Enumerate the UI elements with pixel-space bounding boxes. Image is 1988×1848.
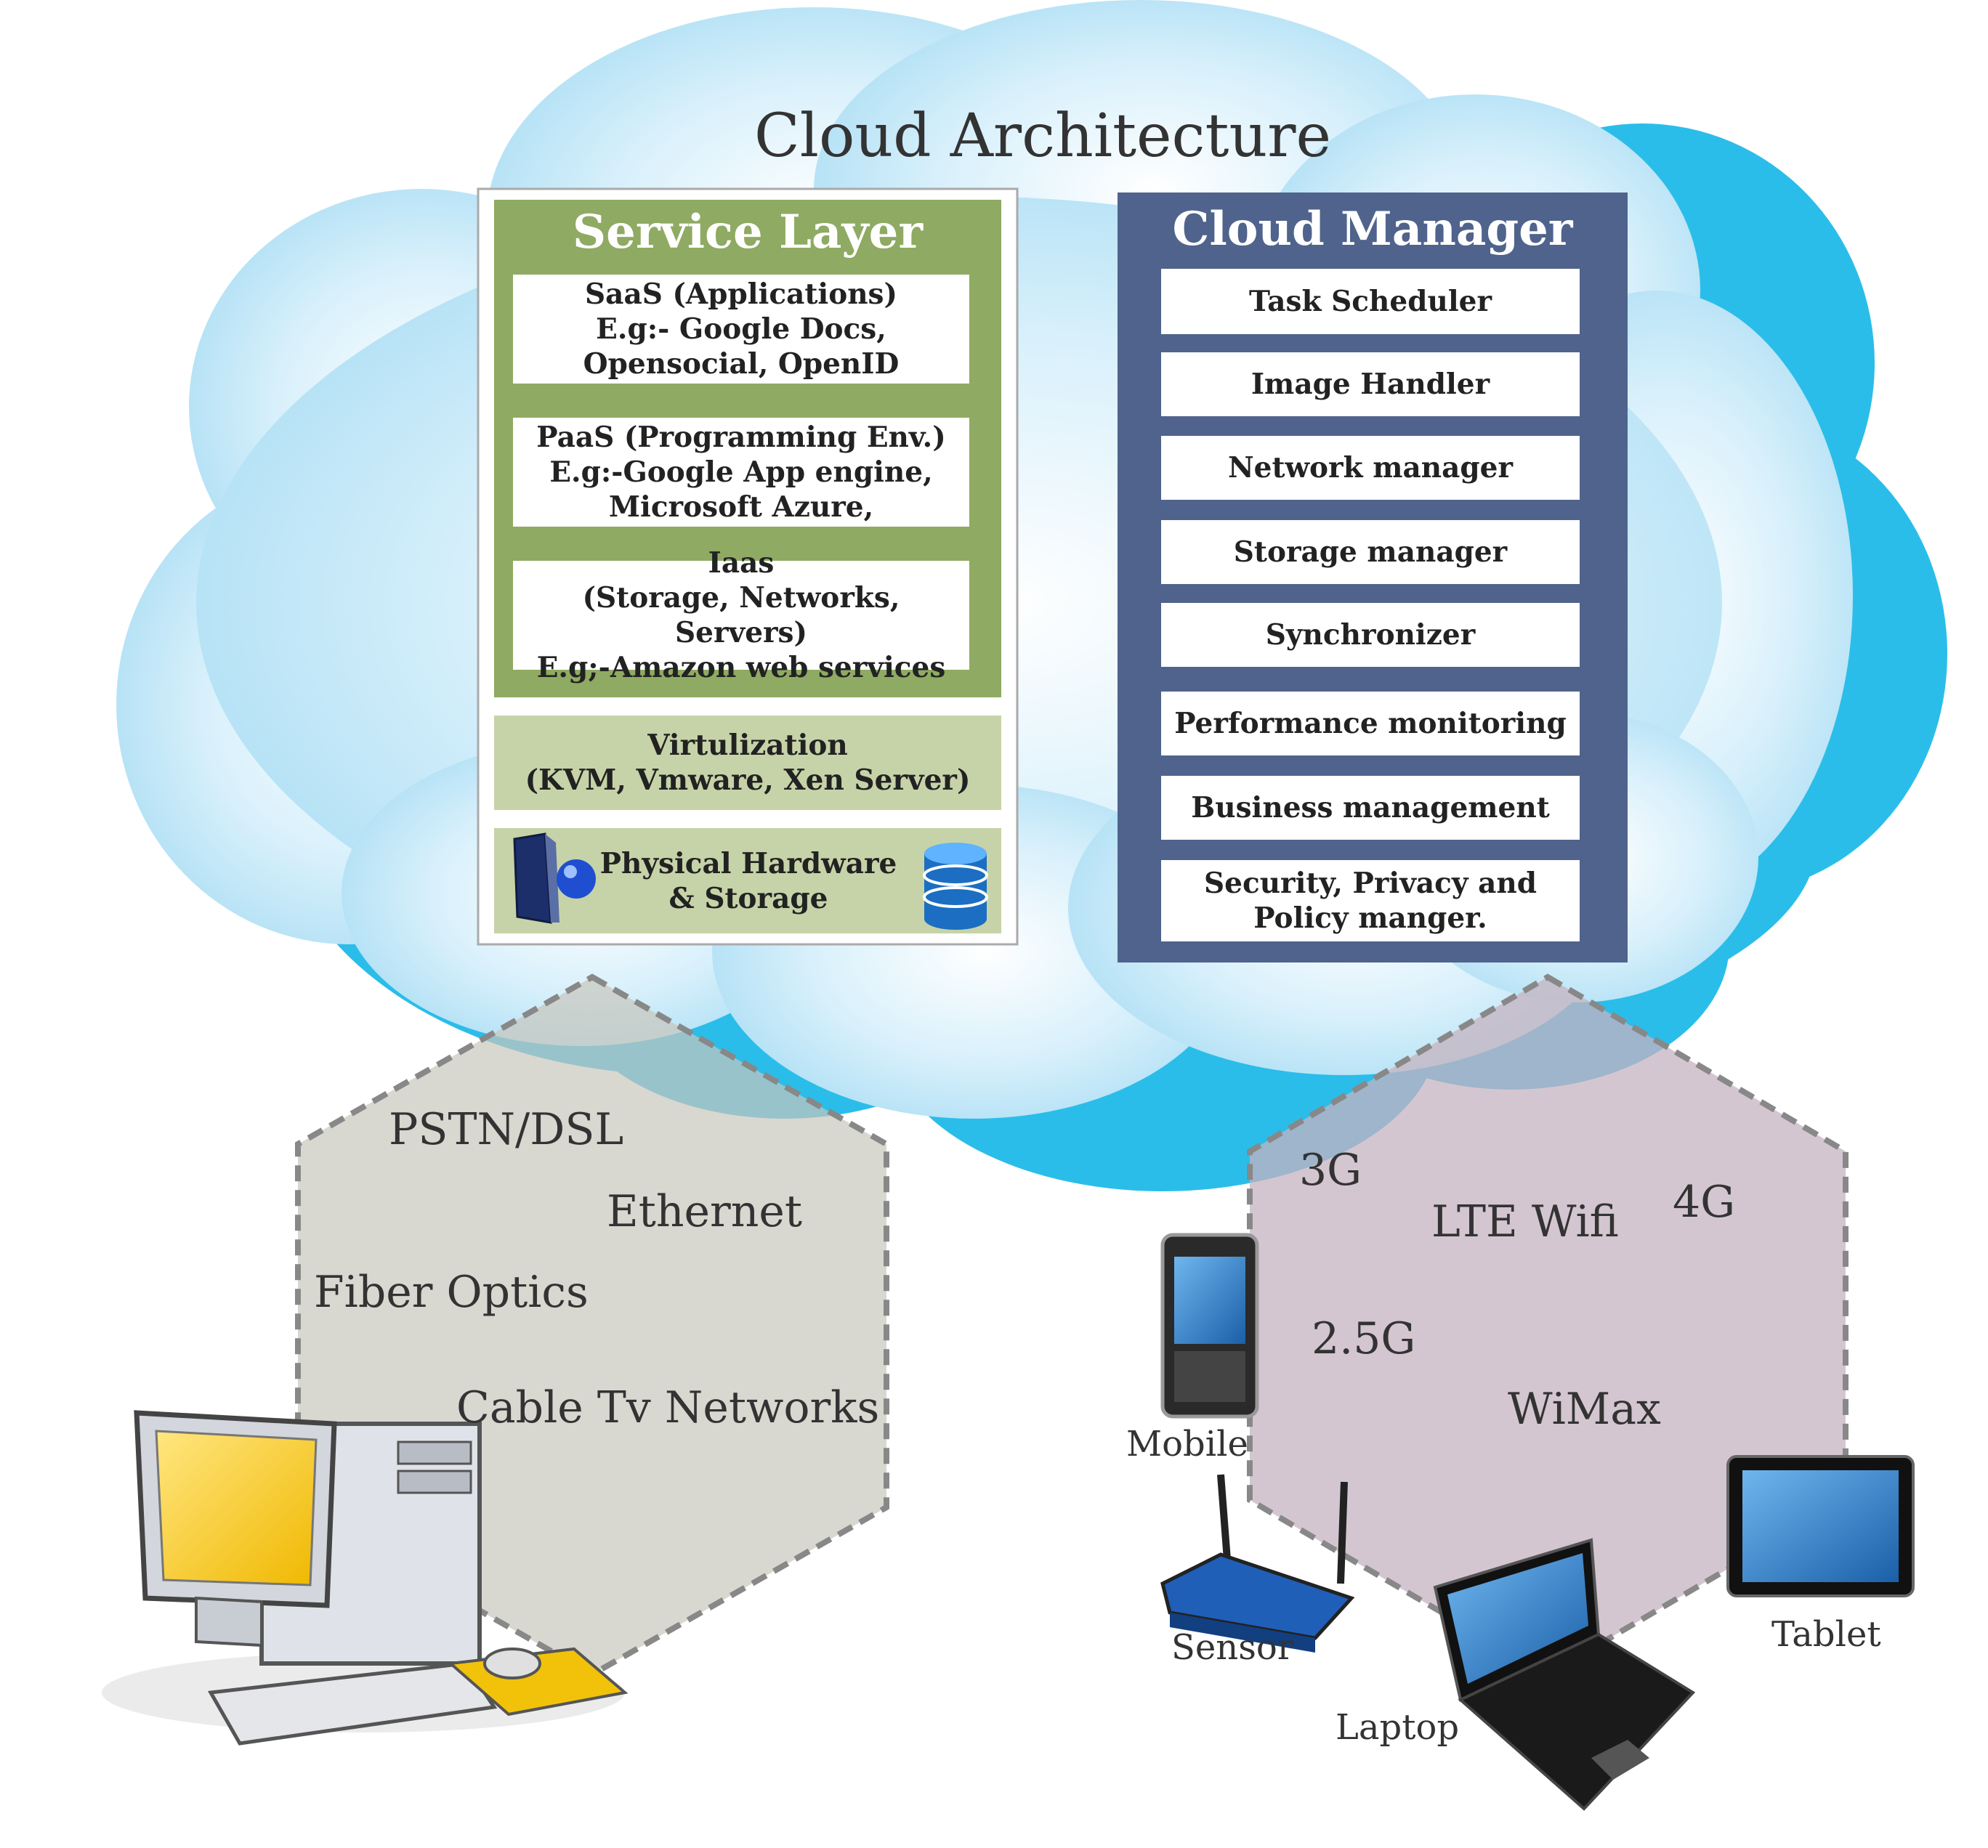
image-handler-label: Image Handler xyxy=(1250,368,1490,401)
saas-line-2: E.g:- Google Docs, xyxy=(596,312,886,346)
tablet-icon xyxy=(1726,1455,1915,1597)
paas-line-1: PaaS (Programming Env.) xyxy=(536,421,946,454)
network-3g: 3G xyxy=(1299,1145,1362,1196)
network-4g: 4G xyxy=(1673,1177,1736,1228)
security-policy-line-1: Security, Privacy and xyxy=(1203,867,1538,900)
task-scheduler-label: Task Scheduler xyxy=(1249,285,1492,318)
hardware-box: Physical Hardware & Storage xyxy=(596,835,901,926)
saas-line-1: SaaS (Applications) xyxy=(585,277,897,311)
iaas-line-2: (Storage, Networks, Servers) xyxy=(582,581,900,649)
saas-box: SaaS (Applications) E.g:- Google Docs, O… xyxy=(513,275,969,384)
iaas-box: Iaas (Storage, Networks, Servers) E.g;-A… xyxy=(513,546,969,684)
iaas-line-1: Iaas xyxy=(708,546,775,580)
service-layer-title: Service Layer xyxy=(572,205,924,259)
diagram-title: Cloud Architecture xyxy=(754,102,1331,171)
performance-monitoring-label: Performance monitoring xyxy=(1174,707,1567,740)
saas-line-3: Opensocial, OpenID xyxy=(583,347,900,381)
performance-monitoring-box: Performance monitoring xyxy=(1161,692,1580,755)
server-icon xyxy=(513,832,596,924)
device-label-laptop: Laptop xyxy=(1336,1707,1460,1748)
business-management-label: Business management xyxy=(1191,791,1550,824)
virtualization-panel xyxy=(494,716,1001,810)
network-2-5g: 2.5G xyxy=(1312,1313,1416,1364)
iaas-line-3: E.g;-Amazon web services xyxy=(536,651,946,684)
database-icon xyxy=(923,843,988,930)
virtualization-line-2: (KVM, Vmware, Xen Server) xyxy=(525,763,971,797)
network-manager-box: Network manager xyxy=(1161,436,1580,500)
virtualization-box: Virtulization (KVM, Vmware, Xen Server) xyxy=(494,716,1001,810)
hardware-line-1: Physical Hardware xyxy=(599,846,897,880)
network-ethernet: Ethernet xyxy=(607,1186,803,1237)
paas-line-3: Microsoft Azure, xyxy=(608,490,874,524)
router-sensor-icon xyxy=(1160,1474,1355,1653)
security-policy-box: Security, Privacy and Policy manger. xyxy=(1161,860,1580,941)
network-cable-tv: Cable Tv Networks xyxy=(456,1382,880,1433)
hardware-line-2: & Storage xyxy=(668,881,828,915)
virtualization-line-1: Virtulization xyxy=(647,729,848,762)
synchronizer-box: Synchronizer xyxy=(1161,603,1580,667)
security-policy-line-2: Policy manger. xyxy=(1253,901,1487,935)
network-lte-wifi: LTE Wifi xyxy=(1431,1196,1619,1247)
network-fiber-optics: Fiber Optics xyxy=(314,1267,589,1318)
device-label-mobile: Mobile xyxy=(1126,1424,1248,1464)
cloud-manager-title: Cloud Manager xyxy=(1172,202,1573,256)
device-label-tablet: Tablet xyxy=(1771,1614,1881,1655)
mobile-phone-icon xyxy=(1160,1233,1259,1419)
business-management-box: Business management xyxy=(1161,776,1580,840)
storage-manager-label: Storage manager xyxy=(1233,535,1508,569)
device-label-sensor: Sensor xyxy=(1171,1627,1294,1668)
network-manager-label: Network manager xyxy=(1228,451,1513,485)
image-handler-box: Image Handler xyxy=(1161,352,1580,416)
synchronizer-label: Synchronizer xyxy=(1265,618,1476,652)
task-scheduler-box: Task Scheduler xyxy=(1161,269,1580,334)
network-pstn-dsl: PSTN/DSL xyxy=(389,1104,624,1155)
laptop-icon xyxy=(1433,1538,1696,1811)
network-wimax: WiMax xyxy=(1508,1384,1661,1435)
storage-manager-box: Storage manager xyxy=(1161,520,1580,584)
paas-line-2: E.g:-Google App engine, xyxy=(549,455,933,489)
paas-box: PaaS (Programming Env.) E.g:-Google App … xyxy=(513,418,969,527)
desktop-computer-icon xyxy=(102,1410,629,1746)
